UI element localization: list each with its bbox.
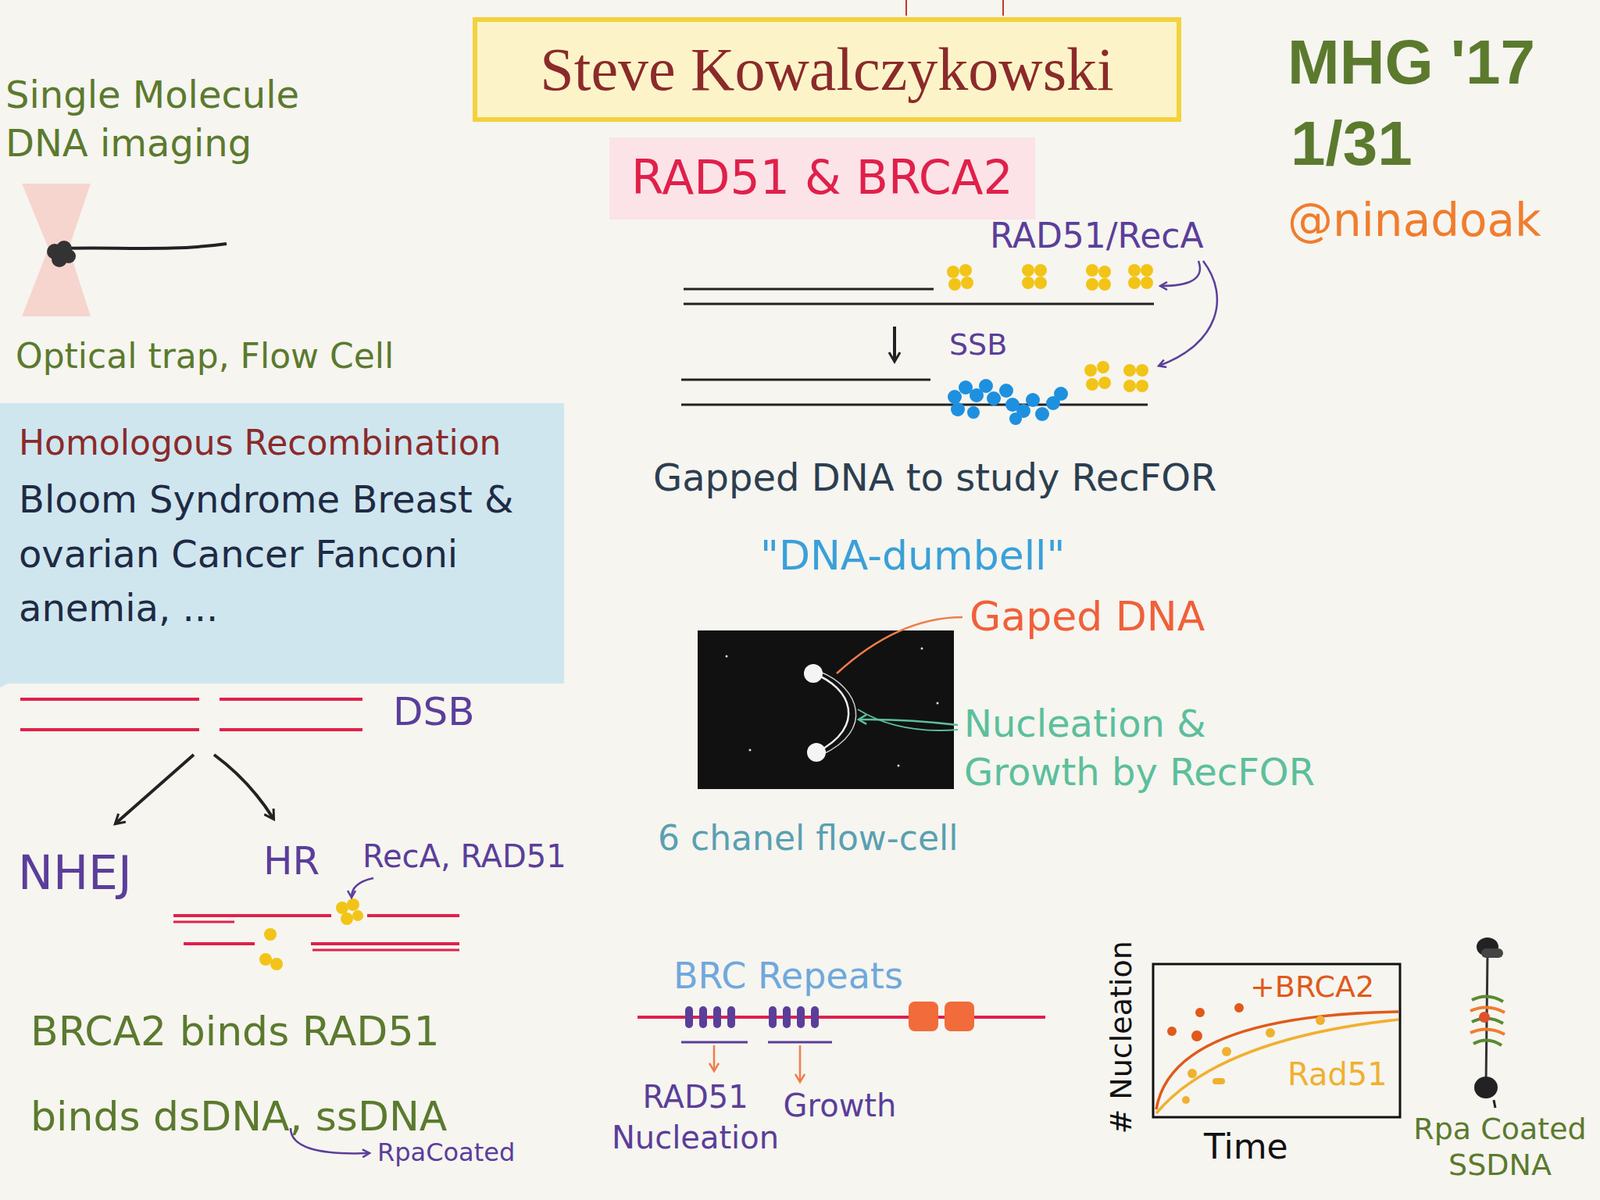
subtitle-text: RAD51 & BRCA2	[631, 148, 1014, 208]
date-tag: 1/31	[1290, 104, 1413, 183]
pathway-label: NHEJ	[17, 843, 133, 903]
domain-label: BRC Repeats	[673, 953, 904, 1000]
author-handle: @ninadoak	[1287, 192, 1542, 250]
topic-note: Single Molecule DNA imaging	[5, 70, 365, 168]
method-name: "DNA-dumbell"	[760, 530, 1065, 582]
image-callout: Nucleation & Growth by RecFOR	[964, 699, 1332, 797]
subtitle-band: RAD51 & BRCA2	[609, 137, 1036, 220]
figure-caption: Rpa Coated SSDNA	[1406, 1111, 1594, 1183]
section-body: Bloom Syndrome Breast & ovarian Cancer F…	[18, 472, 546, 636]
section-heading: Homologous Recombination	[18, 420, 546, 465]
domain-function: Growth	[781, 1085, 899, 1125]
binding-note: RpaCoated	[377, 1136, 515, 1168]
method-note: Optical trap, Flow Cell	[15, 334, 394, 378]
method-note: Gapped DNA to study RecFOR	[653, 453, 1217, 501]
image-callout: Gaped DNA	[969, 591, 1205, 643]
topic-panel: Homologous RecombinationBloom Syndrome B…	[0, 403, 565, 684]
protein-label: SSB	[949, 326, 1008, 365]
domain-function: RAD51 Nucleation	[601, 1076, 790, 1158]
series-label: Rad51	[1287, 1054, 1388, 1094]
axis-label: # Nucleation	[1105, 920, 1139, 1155]
pathway-label: DSB	[392, 687, 475, 737]
title-box: Steve Kowalczykowski	[472, 17, 1182, 122]
image-caption: 6 chanel flow-cell	[657, 816, 958, 860]
axis-label: Time	[1203, 1125, 1289, 1168]
pathway-label: HR	[263, 836, 320, 886]
series-label: +BRCA2	[1250, 968, 1375, 1007]
protein-label: RAD51/RecA	[989, 215, 1204, 258]
protein-label: RecA, RAD51	[362, 836, 567, 876]
binding-note: BRCA2 binds RAD51 binds dsDNA, ssDNA	[30, 989, 515, 1160]
event-tag: MHG '17	[1287, 23, 1536, 102]
